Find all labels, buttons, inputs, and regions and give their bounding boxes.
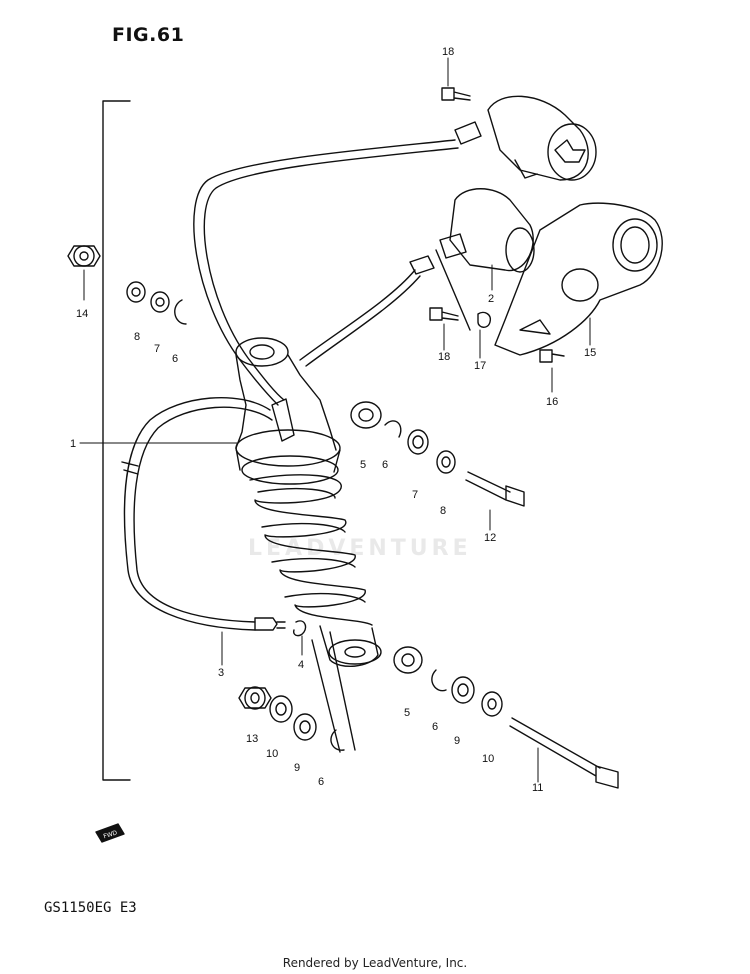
screw-18-top xyxy=(441,87,471,101)
callout-5b: 5 xyxy=(404,707,410,719)
callout-18a: 18 xyxy=(442,46,454,58)
figure-title: FIG.61 xyxy=(112,24,185,46)
callout-4: 4 xyxy=(298,659,304,671)
callout-2: 2 xyxy=(488,293,494,305)
grommet-17 xyxy=(477,311,492,328)
upper-hardware xyxy=(350,401,525,507)
callout-12: 12 xyxy=(484,532,496,544)
assembly-bracket xyxy=(102,100,131,781)
callout-1: 1 xyxy=(70,438,76,450)
callout-6d: 6 xyxy=(318,776,324,788)
screw-18-lower xyxy=(429,307,459,321)
bolt-16 xyxy=(539,349,565,363)
callout-8a: 8 xyxy=(134,331,140,343)
callout-6b: 6 xyxy=(382,459,388,471)
lower-hardware-left xyxy=(244,631,356,753)
cable-clamp xyxy=(292,620,307,637)
callout-13: 13 xyxy=(246,733,258,745)
callout-5a: 5 xyxy=(360,459,366,471)
callout-9a: 9 xyxy=(454,735,460,747)
leader-lines xyxy=(79,57,591,783)
footer-credit: Rendered by LeadVenture, Inc. xyxy=(282,956,468,970)
upper-cable xyxy=(193,139,456,406)
fwd-arrow: FWD xyxy=(95,823,125,843)
lower-hardware-right xyxy=(393,646,619,789)
cable-end-fitting xyxy=(254,617,286,631)
callout-3: 3 xyxy=(218,667,224,679)
upper-bolt xyxy=(465,471,525,507)
callout-6c: 6 xyxy=(432,721,438,733)
adjuster-bracket xyxy=(494,202,663,356)
callout-9b: 9 xyxy=(294,762,300,774)
callout-8b: 8 xyxy=(440,505,446,517)
callout-7b: 7 xyxy=(412,489,418,501)
callout-10a: 10 xyxy=(482,753,494,765)
model-code: GS1150EG E3 xyxy=(44,900,137,916)
callout-17: 17 xyxy=(474,360,486,372)
upper-left-hardware xyxy=(73,245,187,325)
callout-18b: 18 xyxy=(438,351,450,363)
fwd-label: FWD xyxy=(103,829,119,840)
callout-11: 11 xyxy=(532,782,543,794)
coil-spring xyxy=(249,474,373,626)
callout-14: 14 xyxy=(76,308,88,320)
callout-7a: 7 xyxy=(154,343,160,355)
adjuster-cable xyxy=(123,396,271,631)
callout-16: 16 xyxy=(546,396,558,408)
callout-15: 15 xyxy=(584,347,596,359)
shock-absorber xyxy=(235,337,382,667)
nut-13 xyxy=(238,687,272,709)
watermark: LEADVENTURE xyxy=(248,536,472,561)
lower-bolt xyxy=(509,717,619,789)
damper-adjuster xyxy=(435,188,535,331)
callout-6a: 6 xyxy=(172,353,178,365)
callout-10b: 10 xyxy=(266,748,278,760)
nut-14 xyxy=(67,245,101,267)
adjuster-knob xyxy=(487,95,597,181)
